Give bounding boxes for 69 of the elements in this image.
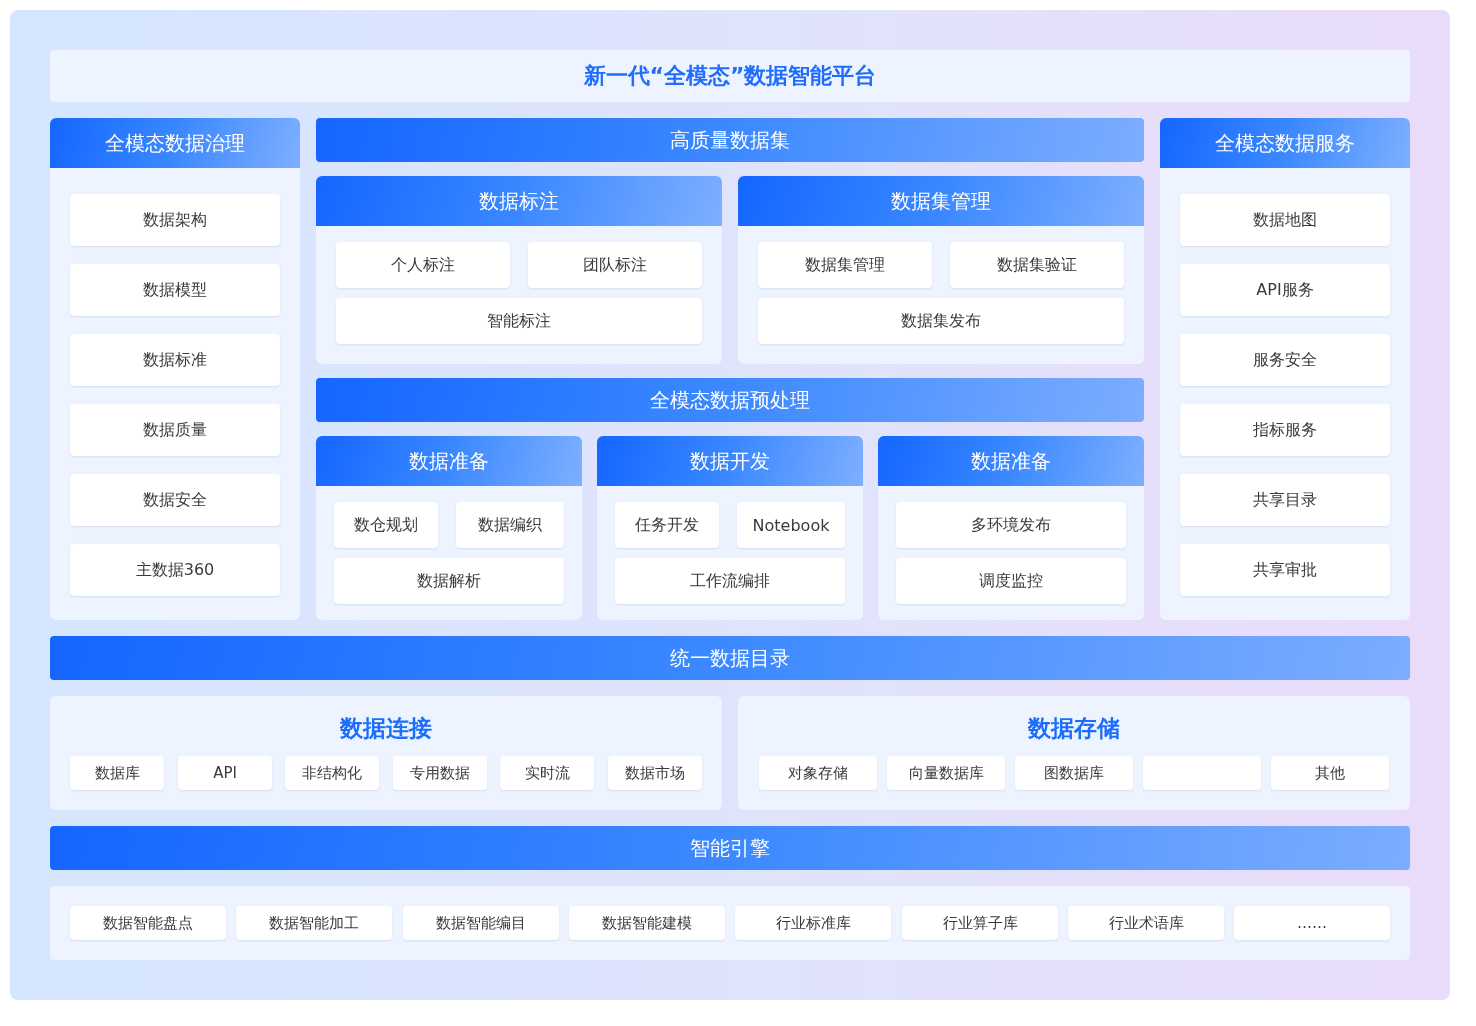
feature-card: 数据质量 [70,404,280,456]
feature-card: 对象存储 [759,756,877,790]
panel-heading: 数据准备 [878,436,1144,486]
layer-band: 智能引擎 [50,826,1410,870]
panel-heading: 全模态数据治理 [50,118,300,168]
feature-card: 数据智能编目 [403,906,559,940]
feature-card: 数据智能盘点 [70,906,226,940]
feature-card: 数据集管理 [758,242,932,288]
feature-card: 数据标准 [70,334,280,386]
feature-card: 共享审批 [1180,544,1390,596]
panel-heading: 数据准备 [316,436,582,486]
feature-card: 数据库 [70,756,164,790]
feature-card: 数据集发布 [758,298,1124,344]
feature-card: 工作流编排 [615,558,845,604]
panel-heading: 数据标注 [316,176,722,226]
panel-heading: 全模态数据服务 [1160,118,1410,168]
panel-heading: 数据集管理 [738,176,1144,226]
group-panel [878,436,1144,620]
group-panel [316,436,582,620]
feature-card: 数据编织 [456,502,564,548]
feature-card: API [178,756,272,790]
feature-card: 数据市场 [608,756,702,790]
panel-heading: 数据连接 [340,714,432,743]
feature-card: 数据地图 [1180,194,1390,246]
feature-card: 数据架构 [70,194,280,246]
feature-card: 调度监控 [896,558,1126,604]
panel-heading: 数据开发 [597,436,863,486]
feature-card: 智能标注 [336,298,702,344]
feature-card: …… [1234,906,1390,940]
feature-card: 行业术语库 [1068,906,1224,940]
feature-card: 图数据库 [1015,756,1133,790]
feature-card: 指标服务 [1180,404,1390,456]
group-panel [50,696,722,810]
feature-card: 数据智能建模 [569,906,725,940]
feature-card: 数据解析 [334,558,564,604]
feature-card: 向量数据库 [887,756,1005,790]
feature-card: 数据智能加工 [236,906,392,940]
feature-card: 主数据360 [70,544,280,596]
feature-card: 行业算子库 [902,906,1058,940]
feature-card: 数据安全 [70,474,280,526]
group-panel [1160,118,1410,620]
layer-band: 高质量数据集 [316,118,1144,162]
feature-card: 共享目录 [1180,474,1390,526]
feature-card: Notebook [737,502,845,548]
group-panel [316,176,722,364]
group-panel [597,436,863,620]
layer-band: 统一数据目录 [50,636,1410,680]
feature-card: 服务安全 [1180,334,1390,386]
feature-card: 专用数据 [393,756,487,790]
feature-card: 行业标准库 [735,906,891,940]
group-panel [738,696,1410,810]
group-panel [50,118,300,620]
feature-card: 团队标注 [528,242,702,288]
group-panel [50,886,1410,960]
feature-card: 非结构化 [285,756,379,790]
layer-band: 全模态数据预处理 [316,378,1144,422]
diagram-title: 新一代“全模态”数据智能平台 [50,50,1410,102]
feature-card: 多环境发布 [896,502,1126,548]
feature-card [1143,756,1261,790]
group-panel [738,176,1144,364]
feature-card: 个人标注 [336,242,510,288]
feature-card: 数据模型 [70,264,280,316]
feature-card: 数据集验证 [950,242,1124,288]
feature-card: 其他 [1271,756,1389,790]
feature-card: 实时流 [500,756,594,790]
panel-heading: 数据存储 [1028,714,1120,743]
feature-card: API服务 [1180,264,1390,316]
feature-card: 任务开发 [615,502,719,548]
feature-card: 数仓规划 [334,502,438,548]
